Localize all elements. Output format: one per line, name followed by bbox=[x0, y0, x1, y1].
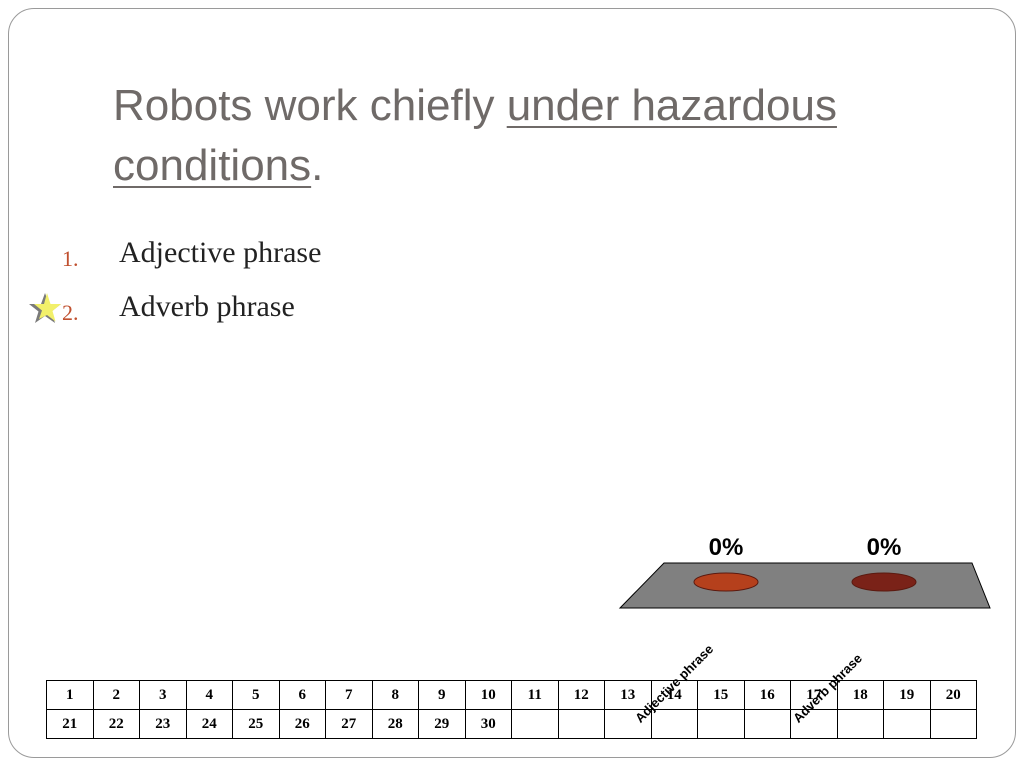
grid-cell: 13 bbox=[604, 680, 652, 710]
title-period: . bbox=[311, 141, 324, 190]
grid-cell: 18 bbox=[836, 680, 884, 710]
title-underlined-text-2: conditions bbox=[113, 141, 312, 190]
grid-cell: 27 bbox=[325, 709, 373, 739]
chart-platform bbox=[618, 562, 991, 609]
answer-option-2[interactable]: 2. Adverb phrase bbox=[0, 290, 600, 330]
chart-canvas bbox=[618, 562, 991, 609]
grid-cell bbox=[604, 709, 652, 739]
grid-cell: 1 bbox=[46, 680, 94, 710]
grid-cell: 26 bbox=[278, 709, 326, 739]
grid-cell: 11 bbox=[511, 680, 559, 710]
grid-cell: 24 bbox=[185, 709, 233, 739]
grid-cell bbox=[511, 709, 559, 739]
grid-cell: 23 bbox=[139, 709, 187, 739]
answer-number: 2. bbox=[62, 300, 79, 325]
grid-cell: 25 bbox=[232, 709, 280, 739]
grid-cell: 16 bbox=[743, 680, 791, 710]
grid-cell: 12 bbox=[557, 680, 605, 710]
grid-cell: 4 bbox=[185, 680, 233, 710]
grid-cell: 19 bbox=[883, 680, 931, 710]
title-underlined-text: under hazardous bbox=[506, 81, 837, 130]
response-chart: 0% 0% Adjective phrase Adverb phrase bbox=[618, 528, 994, 728]
grid-cell: 30 bbox=[464, 709, 512, 739]
grid-cell bbox=[836, 709, 884, 739]
grid-cell: 28 bbox=[371, 709, 419, 739]
grid-cell: 17 bbox=[790, 680, 838, 710]
grid-cell bbox=[743, 709, 791, 739]
grid-cell: 22 bbox=[92, 709, 140, 739]
grid-cell: 15 bbox=[697, 680, 745, 710]
grid-cell bbox=[883, 709, 931, 739]
slide-frame bbox=[8, 8, 1016, 758]
value-label-adverb-phrase: 0% bbox=[866, 534, 902, 561]
grid-cell: 14 bbox=[650, 680, 698, 710]
grid-cell: 5 bbox=[232, 680, 280, 710]
bar-top-1 bbox=[851, 572, 917, 592]
grid-cell bbox=[790, 709, 838, 739]
grid-cell: 8 bbox=[371, 680, 419, 710]
grid-cell: 2 bbox=[92, 680, 140, 710]
grid-cell: 3 bbox=[139, 680, 187, 710]
grid-cell bbox=[697, 709, 745, 739]
grid-cell: 29 bbox=[418, 709, 466, 739]
grid-cell bbox=[929, 709, 977, 739]
grid-cell: 9 bbox=[418, 680, 466, 710]
answer-option-1[interactable]: 1. Adjective phrase bbox=[0, 236, 600, 276]
grid-cell bbox=[557, 709, 605, 739]
grid-cell: 20 bbox=[929, 680, 977, 710]
value-label-adjective-phrase: 0% bbox=[708, 534, 744, 561]
question-title: Robots work chiefly under hazardous condi… bbox=[113, 76, 933, 196]
bar-top-0 bbox=[693, 572, 759, 592]
answer-number: 1. bbox=[62, 246, 79, 271]
grid-cell: 7 bbox=[325, 680, 373, 710]
grid-cell bbox=[650, 709, 698, 739]
grid-cell: 6 bbox=[278, 680, 326, 710]
correct-answer-star-icon bbox=[29, 293, 61, 323]
grid-cell: 10 bbox=[464, 680, 512, 710]
grid-cell: 21 bbox=[46, 709, 94, 739]
title-text: Robots work chiefly bbox=[113, 81, 507, 130]
answer-label: Adjective phrase bbox=[119, 236, 322, 269]
answer-label: Adverb phrase bbox=[119, 290, 295, 323]
